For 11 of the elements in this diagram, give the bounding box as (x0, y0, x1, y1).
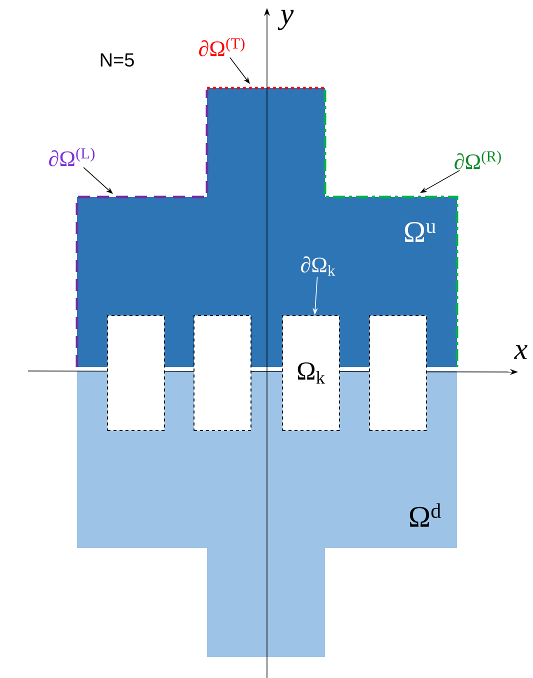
leader-line (83, 167, 113, 194)
boundary-label: ∂Ω$^{(R)}$ (454, 150, 501, 170)
hole-rectangle (107, 315, 165, 431)
hole-rectangle (369, 315, 427, 431)
boundary-label: ∂Ω$_{k}$ (301, 256, 336, 276)
axis-label: x (514, 345, 528, 359)
hole-rectangle: Ω$_{k}$ (282, 315, 340, 431)
hole-rectangle (194, 315, 252, 431)
count-label: N=5 (100, 53, 134, 67)
boundary-label: ∂Ω$^{(T)}$ (199, 38, 245, 56)
axis-label: y (278, 10, 294, 30)
